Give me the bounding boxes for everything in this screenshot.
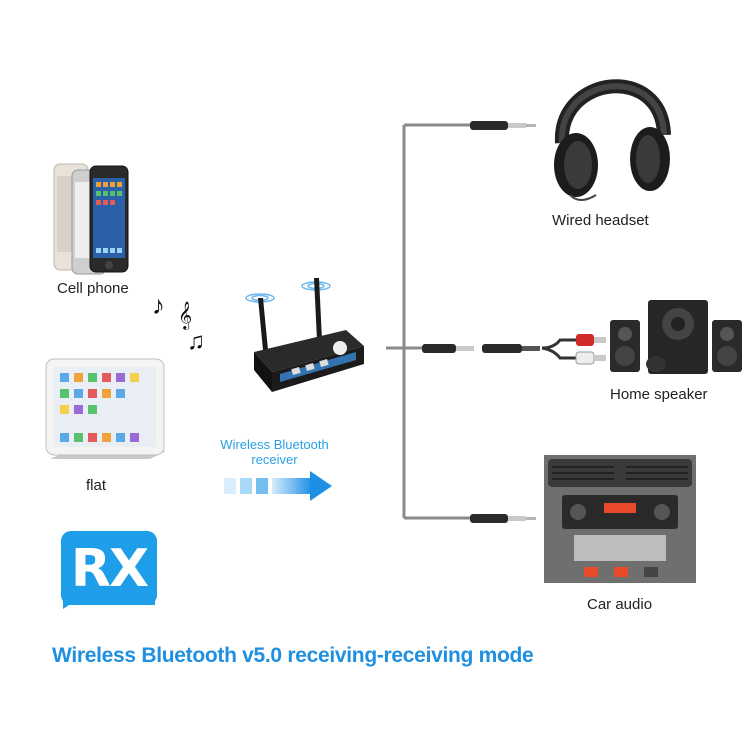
jack-plug-middle [422, 341, 542, 355]
tablet-image [40, 355, 170, 465]
receiver-label-line2: receiver [251, 452, 298, 467]
music-note-icon: ♫ [187, 328, 205, 355]
jack-plug-top [470, 118, 540, 132]
music-note-icon: ♪ [152, 290, 165, 320]
bluetooth-receiver-image [236, 270, 368, 400]
home-speaker-image [608, 298, 748, 376]
home-speaker-label: Home speaker [610, 386, 708, 403]
page-caption: Wireless Bluetooth v5.0 receiving-receiv… [52, 644, 534, 667]
cell-phone-image [52, 160, 132, 275]
receiver-label-line1: Wireless Bluetooth [220, 437, 329, 452]
jack-plug-bottom [470, 511, 540, 525]
rx-badge: RX [55, 525, 163, 613]
receiver-label: Wireless Bluetooth receiver [212, 437, 337, 467]
rx-badge-text: RX [70, 539, 149, 599]
cell-phone-label: Cell phone [57, 280, 129, 297]
rca-connector-image [540, 328, 610, 370]
car-audio-label: Car audio [587, 596, 653, 613]
arrow-right-icon [222, 471, 334, 501]
wired-headset-label: Wired headset [552, 212, 649, 229]
flat-label: flat [86, 477, 107, 494]
car-audio-image [544, 455, 696, 583]
headphones-image [540, 55, 680, 205]
music-note-icon: 𝄞 [178, 302, 193, 329]
